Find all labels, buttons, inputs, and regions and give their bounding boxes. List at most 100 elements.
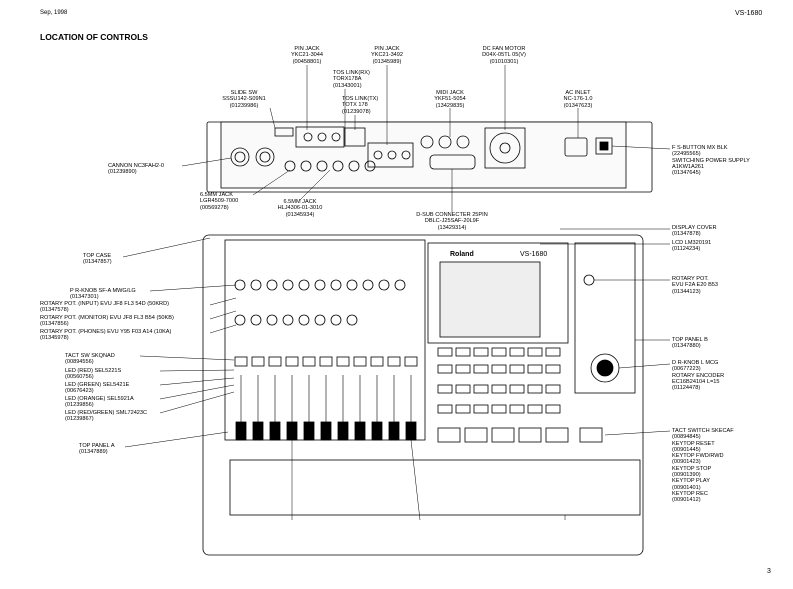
label-line: TACT SW SKQNAD <box>65 353 115 359</box>
label-tact-sw: TACT SW SKQNAD(00894556) <box>65 353 115 366</box>
header-model: VS-1680 <box>735 10 763 17</box>
midi-jack-3 <box>456 135 470 149</box>
dsub-connector <box>429 154 476 170</box>
label-line: HLJ4306-01-3010 <box>277 205 323 212</box>
label-line: (01124478) <box>672 385 701 392</box>
label-rotary-phones: ROTARY POT. (PHONES) EVU Y95 F03 A14 (10… <box>40 329 171 342</box>
label-line: F S-BUTTON MX BLK <box>672 145 728 151</box>
label-line: ROTARY POT. <box>672 276 709 282</box>
label-line: D-SUB CONNECTER 25PIN <box>416 212 488 218</box>
label-line: (00458801) <box>292 58 322 65</box>
fader-knobs <box>235 421 417 441</box>
display-cover <box>427 242 569 344</box>
label-line: LED (GREEN) SEL5421E <box>65 382 130 388</box>
fan-motor <box>489 132 521 164</box>
leader-lines <box>122 65 671 521</box>
channel-buttons <box>234 356 418 367</box>
label-line: PIN JACK <box>374 46 400 52</box>
label-line: ROTARY POT. (INPUT) EVU JF8 FL3 54D (50K… <box>40 301 169 307</box>
label-line: DC FAN MOTOR <box>482 46 526 52</box>
label-tos-link-tx: TOS LINK(TX)TOTX 178(01239078) <box>342 96 378 115</box>
label-line: YKC21-3492 <box>370 52 404 59</box>
label-line: (00894845) <box>672 434 701 441</box>
page-title: LOCATION OF CONTROLS <box>40 32 148 42</box>
label-line: (00901423) <box>672 459 701 466</box>
label-line: (13429835) <box>435 102 465 109</box>
label-top-panel-b: TOP PANEL B(01347880) <box>672 337 708 350</box>
label-top-case: TOP CASE(01347857) <box>83 253 112 266</box>
transport-buttons <box>437 427 603 443</box>
label-line: TORX178A <box>333 76 362 83</box>
label-line: (01347857) <box>83 259 112 266</box>
label-line: (01347889) <box>79 449 108 456</box>
label-line: (01347645) <box>672 170 701 177</box>
label-line: LGR4509-7000 <box>200 198 239 205</box>
label-cannon: CANNON NC3FAH2-0(01239890) <box>108 163 164 176</box>
label-line: SLIDE SW <box>230 90 258 96</box>
label-display-cover: DISPLAY COVER(01347878) <box>672 225 717 238</box>
function-buttons <box>437 347 561 414</box>
label-line: AC INLET <box>565 90 591 96</box>
label-line: (00901445) <box>672 446 701 453</box>
label-line: (01010301) <box>489 58 519 65</box>
label-line: TOP PANEL B <box>672 337 708 343</box>
label-line: (01347578) <box>40 307 69 314</box>
label-pr-knob: P R-KNOB SF-A MWG/LG(01347301) <box>70 288 136 301</box>
label-line: EC16B24104 L=15 <box>672 378 720 385</box>
label-lcd: LCD LM320191(01124234) <box>672 240 711 253</box>
label-line: TOS LINK(RX) <box>333 70 370 76</box>
label-line: (01345934) <box>285 211 315 218</box>
label-line: (01347880) <box>672 343 701 350</box>
header-date: Sep, 1998 <box>40 10 68 16</box>
label-line: TOS LINK(TX) <box>342 96 379 102</box>
panel-brand: Roland <box>450 251 474 258</box>
panel-model: VS-1680 <box>520 251 547 258</box>
label-tos-link-rx: TOS LINK(RX)TORX178A(01343001) <box>333 70 370 89</box>
label-line: LED (ORANGE) SEL5921A <box>65 396 134 402</box>
label-line: (01345978) <box>40 335 69 342</box>
label-line: DISPLAY COVER <box>672 225 717 231</box>
label-line: (00569278) <box>200 204 229 211</box>
label-line: TOP CASE <box>83 253 112 259</box>
label-line: (00901390) <box>672 472 701 479</box>
label-led-red: LED (RED) SEL5221S(00560756) <box>65 368 121 381</box>
label-line: YKF51-5054 <box>434 96 466 103</box>
label-line: SSSU142-S09N1 <box>222 96 266 103</box>
label-line: (01239890) <box>108 169 137 176</box>
label-line: ROTARY ENCODER <box>672 372 725 379</box>
label-line: LED (RED) SEL5221S <box>65 368 122 374</box>
hd-cover <box>229 459 641 516</box>
label-fs-button: F S-BUTTON MX BLK(22495565)SWITCHING POW… <box>672 145 750 176</box>
label-line: (01347301) <box>70 294 99 301</box>
pin-jack-block-2 <box>367 142 414 168</box>
label-line: ROTARY POT. (PHONES) EVU Y95 F03 A14 (10… <box>40 329 172 335</box>
label-line: NC-176-1.0 <box>563 96 593 103</box>
label-line: TOP PANEL A <box>79 443 115 449</box>
top-panel-a <box>224 239 426 441</box>
label-line: KEYTOP STOP <box>672 465 712 472</box>
label-line: EVU F2A E20 B53 <box>672 282 719 289</box>
label-line: TACT SWITCH SKECAF <box>672 428 734 434</box>
label-line: (01347878) <box>672 231 701 238</box>
cannon-jack-2 <box>255 147 275 167</box>
label-line: YKC21-3044 <box>290 52 324 59</box>
label-line: (01347623) <box>563 102 593 109</box>
label-line: SWITCHING POWER SUPPLY <box>672 157 750 164</box>
rotary-knob-row-1 <box>234 279 406 291</box>
page-number: 3 <box>767 568 771 575</box>
label-line: (00560756) <box>65 374 94 381</box>
label-line: (13429314) <box>437 224 467 231</box>
label-line: (01239856) <box>65 402 94 409</box>
label-led-green: LED (GREEN) SEL5421E(00676423) <box>65 382 129 395</box>
label-line: (00894556) <box>65 359 94 366</box>
label-line: ROTARY POT. (MONITOR) EVU JF8 FL3 B54 (5… <box>40 315 174 321</box>
